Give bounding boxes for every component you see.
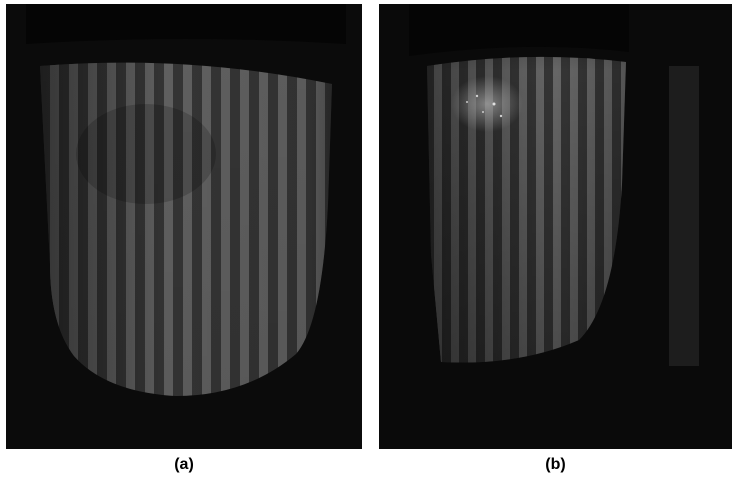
object-surface-b	[427, 56, 626, 363]
fringe-image-a	[6, 4, 362, 449]
fringe-image-b	[379, 4, 732, 449]
photo-panel-b	[379, 4, 732, 449]
panel-label-a: (a)	[174, 456, 194, 473]
object-surface-a	[40, 62, 332, 396]
side-reflection-b	[669, 66, 699, 366]
photo-panel-a	[6, 4, 362, 449]
panel-label-b: (b)	[545, 456, 566, 473]
